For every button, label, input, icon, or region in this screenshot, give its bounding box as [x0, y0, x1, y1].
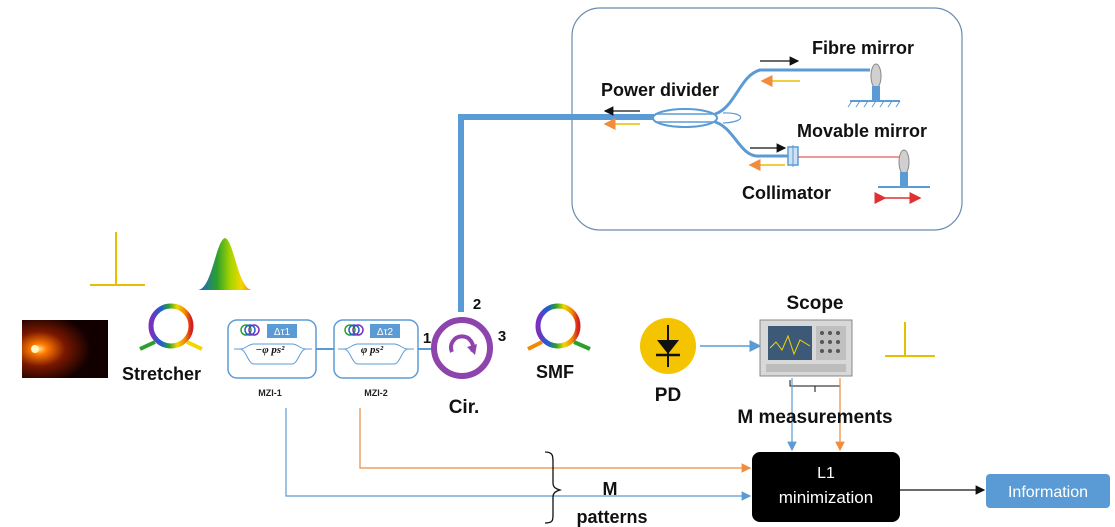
minimization-label: minimization	[779, 488, 873, 507]
signal-direction-arrows	[603, 56, 800, 171]
movable-mirror-label: Movable mirror	[797, 121, 927, 141]
information-label: Information	[1008, 484, 1088, 501]
circulator-icon	[431, 317, 493, 379]
fiber-coil-icon	[139, 303, 203, 351]
patterns-label: patterns	[576, 507, 647, 527]
pd-label: PD	[655, 385, 681, 406]
oscilloscope-icon	[759, 319, 853, 377]
power-divider-coupler	[652, 68, 870, 158]
mzi2-delay-label: Δτ2	[377, 327, 394, 338]
patterns-brace	[544, 451, 563, 524]
circulator-port-2: 2	[473, 296, 481, 313]
circulator-port-3: 3	[498, 328, 506, 345]
collimator-label: Collimator	[742, 183, 831, 203]
mzi1-dispersion-label: −φ ps²	[256, 344, 286, 356]
mzi1-label: MZI-1	[258, 388, 282, 398]
circulator-port-1: 1	[423, 330, 431, 347]
information-box	[986, 474, 1110, 508]
mzi2-dispersion-label: φ ps²	[361, 344, 384, 356]
l1-label: L1	[817, 465, 835, 482]
smf-label: SMF	[536, 362, 574, 382]
movable-mirror-icon	[874, 149, 930, 204]
input-pulse-icon	[90, 232, 145, 286]
output-pulse-icon	[885, 322, 935, 357]
fiber-to-power-divider	[458, 114, 655, 312]
pattern-line-mzi2	[359, 408, 752, 473]
fibre-mirror-icon	[847, 63, 901, 108]
measurement-bracket	[789, 380, 841, 392]
photodiode-icon	[640, 318, 696, 374]
pattern-line-mzi1	[285, 408, 752, 501]
m-label: M	[603, 479, 618, 499]
mzi2-label: MZI-2	[364, 388, 388, 398]
stretcher-label: Stretcher	[122, 364, 201, 384]
circulator-label: Cir.	[449, 397, 480, 418]
mzi2-box	[333, 319, 419, 379]
fibre-mirror-label: Fibre mirror	[812, 38, 914, 58]
scope-label: Scope	[786, 293, 843, 314]
stretched-pulse-icon	[198, 238, 252, 290]
l1-minimization-box	[752, 452, 900, 522]
power-divider-label: Power divider	[601, 80, 719, 100]
mzi1-box	[227, 319, 317, 379]
collimator-icon	[787, 145, 799, 167]
mzi1-delay-label: Δτ1	[274, 327, 291, 338]
m-measurements-label: M measurements	[737, 407, 892, 428]
smf-coil-icon	[527, 303, 591, 351]
